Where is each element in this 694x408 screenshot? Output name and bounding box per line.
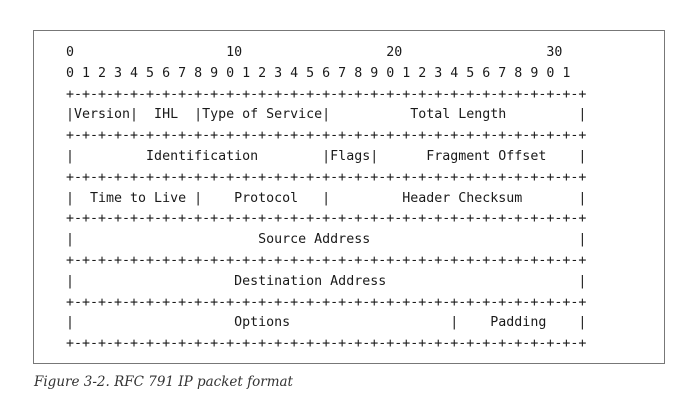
- row-ttl-protocol-checksum: | Time to Live | Protocol | Header Check…: [66, 190, 587, 206]
- row-separator: +-+-+-+-+-+-+-+-+-+-+-+-+-+-+-+-+-+-+-+-…: [66, 336, 587, 352]
- diagram-frame: [33, 30, 665, 364]
- row-separator: +-+-+-+-+-+-+-+-+-+-+-+-+-+-+-+-+-+-+-+-…: [66, 294, 587, 310]
- row-destination-address: | Destination Address |: [66, 273, 587, 289]
- row-separator: +-+-+-+-+-+-+-+-+-+-+-+-+-+-+-+-+-+-+-+-…: [66, 128, 587, 144]
- row-source-address: | Source Address |: [66, 232, 587, 248]
- row-options-padding: | Options | Padding |: [66, 315, 587, 331]
- row-separator: +-+-+-+-+-+-+-+-+-+-+-+-+-+-+-+-+-+-+-+-…: [66, 169, 587, 185]
- row-identification-flags-offset: | Identification |Flags| Fragment Offset…: [66, 148, 587, 164]
- bit-units-ruler: 0 1 2 3 4 5 6 7 8 9 0 1 2 3 4 5 6 7 8 9 …: [66, 65, 571, 81]
- ip-packet-format-diagram: 0 10 20 30 0 1 2 3 4 5 6 7 8 9 0 1 2 3 4 …: [66, 43, 586, 355]
- figure-caption: Figure 3-2. RFC 791 IP packet format: [34, 374, 293, 390]
- row-version-ihl-tos-length: |Version| IHL |Type of Service| Total Le…: [66, 107, 587, 123]
- bit-tens-ruler: 0 10 20 30: [66, 45, 563, 60]
- row-separator: +-+-+-+-+-+-+-+-+-+-+-+-+-+-+-+-+-+-+-+-…: [66, 252, 587, 268]
- row-separator: +-+-+-+-+-+-+-+-+-+-+-+-+-+-+-+-+-+-+-+-…: [66, 211, 587, 227]
- row-separator: +-+-+-+-+-+-+-+-+-+-+-+-+-+-+-+-+-+-+-+-…: [66, 86, 587, 102]
